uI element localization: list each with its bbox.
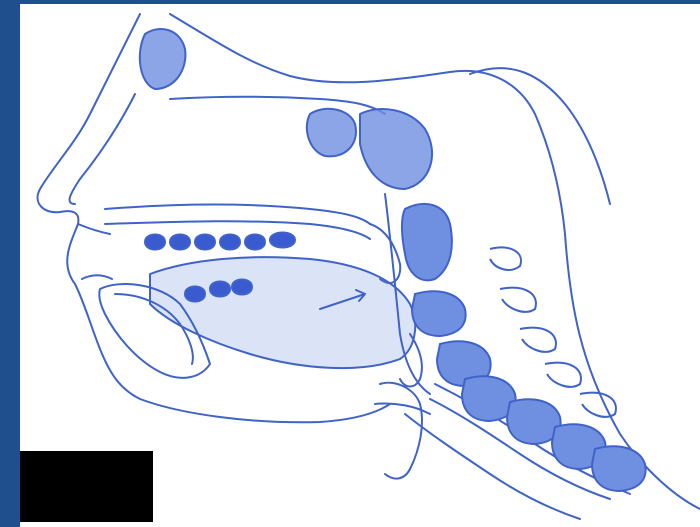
frame-border-left [0,0,20,527]
spinous-process-4 [545,363,581,387]
upper-lip [78,224,110,234]
head-neck-sagittal-illustration [20,4,700,527]
vertebra-c3 [412,291,466,336]
vertebra-c2 [402,204,452,280]
redaction-box [20,451,153,522]
spinous-process-2 [500,288,536,312]
sphenoid-sinus [307,109,356,157]
nasal-cavity-roof [170,97,385,114]
tongue-outline [150,257,415,368]
spinous-process-3 [520,328,556,352]
spinous-process-1 [490,248,521,270]
larynx-outline [380,383,422,479]
spinous-process-5 [580,393,616,417]
posterior-skull-outline [470,68,610,204]
vertebra-t1 [592,446,646,491]
lower-lip [82,275,112,279]
upper-teeth [145,233,295,250]
sphenoid-body [360,109,432,189]
frontal-sinus [140,29,186,89]
nasal-bone-outline [70,94,135,204]
